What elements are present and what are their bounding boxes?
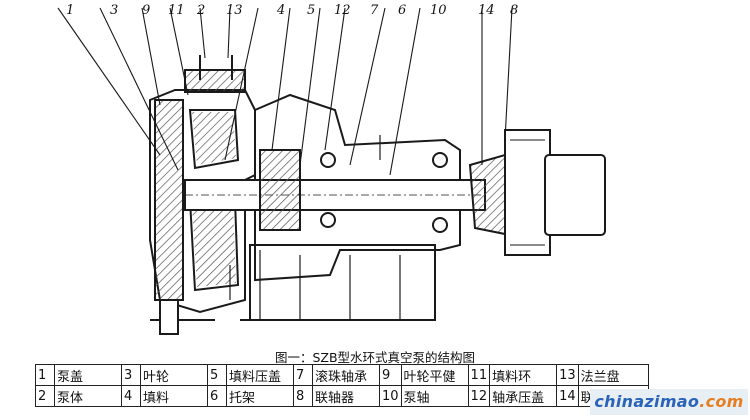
part-name: 叶轮平健	[400, 364, 469, 386]
callout-1: 1	[66, 3, 74, 18]
callout-5: 5	[307, 3, 315, 18]
part-name: 填料压盖	[226, 364, 294, 386]
part-number: 4	[121, 385, 141, 407]
pump-cross-section-drawing: 1 3 9 11 2 13 4 5 12 7 6 10 14 8	[57, 3, 606, 335]
part-number: 8	[293, 385, 313, 407]
callout-6: 6	[398, 3, 406, 18]
table-row: 1 泵盖 3 叶轮 5 填料压盖 7 滚珠轴承 9 叶轮平健 11 填料环 13…	[35, 364, 649, 386]
ball-bearing-right-lower	[432, 217, 448, 233]
callout-3: 3	[110, 3, 118, 18]
site-watermark: chinazimao.com	[590, 389, 748, 415]
part-name: 泵盖	[54, 364, 122, 386]
packing-gland	[259, 149, 301, 231]
callout-12: 12	[334, 3, 351, 18]
part-name: 泵轴	[400, 385, 469, 407]
part-name: 联轴器	[312, 385, 380, 407]
part-name: 轴承压盖	[489, 385, 558, 407]
part-number: 11	[467, 364, 491, 386]
callout-8: 8	[510, 3, 518, 18]
part-number: 10	[379, 385, 402, 407]
part-name: 填料环	[489, 364, 558, 386]
coupling-right	[504, 129, 551, 256]
callout-11: 11	[168, 3, 185, 18]
callout-9: 9	[142, 3, 150, 18]
part-number: 1	[35, 364, 55, 386]
bracket-base	[249, 244, 436, 321]
callout-10: 10	[430, 3, 447, 18]
part-name: 叶轮	[140, 364, 208, 386]
flange-top	[184, 69, 246, 93]
coupling-hub	[544, 154, 606, 236]
part-number: 9	[379, 364, 402, 386]
callout-2: 2	[196, 3, 205, 18]
ball-bearing-left-lower	[320, 212, 336, 228]
part-number: 5	[207, 364, 227, 386]
impeller-hatch-lower	[192, 205, 236, 287]
part-name: 泵体	[54, 385, 122, 407]
part-number: 2	[35, 385, 55, 407]
figure-caption: 图一：SZB型水环式真空泵的结构图	[274, 350, 476, 365]
watermark-tld: .com	[699, 392, 744, 411]
impeller-hatch	[192, 112, 236, 165]
part-number: 3	[121, 364, 141, 386]
ball-bearing-left	[320, 152, 336, 168]
callout-4: 4	[276, 3, 285, 18]
table-row: 2 泵体 4 填料 6 托架 8 联轴器 10 泵轴 12 轴承压盖 14 联轴…	[35, 385, 649, 407]
callout-13: 13	[226, 3, 243, 18]
part-number: 12	[467, 385, 491, 407]
parts-legend-table: 1 泵盖 3 叶轮 5 填料压盖 7 滚珠轴承 9 叶轮平健 11 填料环 13…	[35, 364, 649, 407]
callout-14: 14	[478, 3, 495, 18]
part-name: 滚珠轴承	[312, 364, 380, 386]
watermark-brand: chinazimao	[594, 392, 700, 411]
callout-7: 7	[370, 3, 379, 18]
part-number: 13	[556, 364, 579, 386]
part-name: 法兰盘	[577, 364, 649, 386]
part-number: 14	[556, 385, 579, 407]
part-number: 7	[293, 364, 313, 386]
ball-bearing-right	[432, 152, 448, 168]
part-name: 填料	[140, 385, 208, 407]
part-name: 托架	[226, 385, 294, 407]
part-number: 6	[207, 385, 227, 407]
